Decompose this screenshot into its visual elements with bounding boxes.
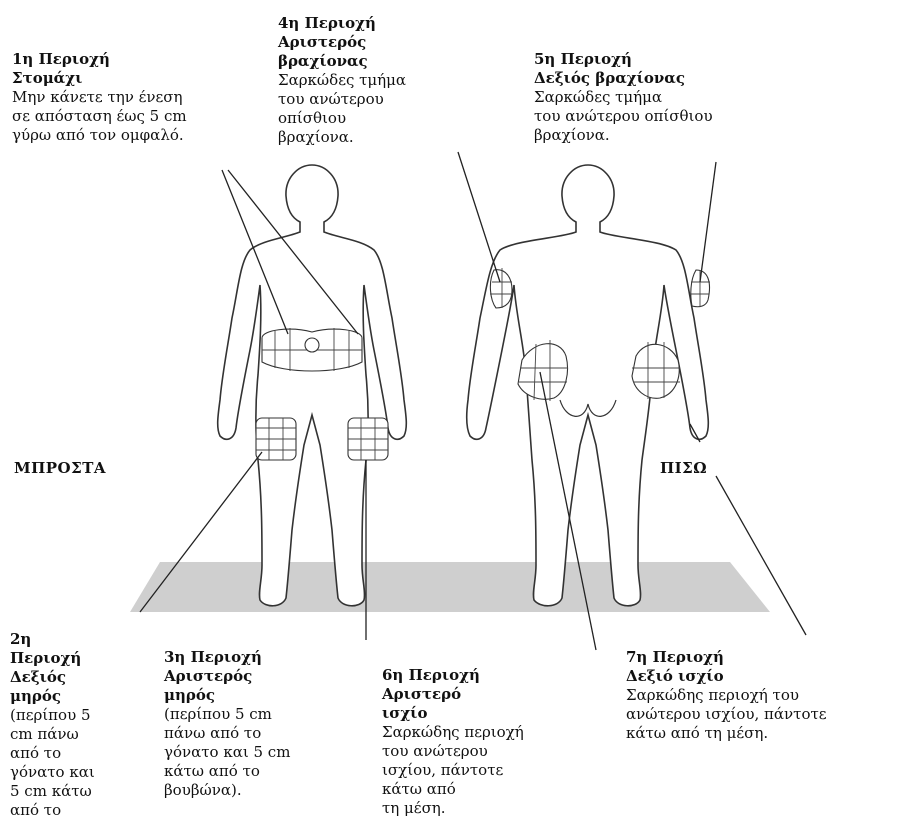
zone-6-title-1: 6η Περιοχή <box>382 666 524 685</box>
zone-4-desc-4: βραχίονα. <box>278 128 406 147</box>
zone-4-title-1: 4η Περιοχή <box>278 14 406 33</box>
label-zone-6: 6η Περιοχή Αριστερό ισχίο Σαρκώδης περιο… <box>382 666 524 818</box>
zone-6-desc-5: τη μέση. <box>382 799 524 818</box>
zone-2-desc-4: γόνατο και <box>10 763 95 782</box>
zone-6-desc-1: Σαρκώδης περιοχή <box>382 723 524 742</box>
floor-mat <box>130 562 770 612</box>
zone-5-desc-3: βραχίονα. <box>534 126 713 145</box>
zone-2-title-1: 2η <box>10 630 95 649</box>
zone-3-title-3: μηρός <box>164 686 290 705</box>
zone-5-title-2: Δεξιός βραχίονας <box>534 69 713 88</box>
label-zone-1: 1η Περιοχή Στομάχι Μην κάνετε την ένεση … <box>12 50 187 145</box>
zone-1-desc-1: Μην κάνετε την ένεση <box>12 88 187 107</box>
zone-7-desc-1: Σαρκώδης περιοχή του <box>626 686 827 705</box>
zone-7-title-1: 7η Περιοχή <box>626 648 827 667</box>
zone-3-desc-3: γόνατο και 5 cm <box>164 743 290 762</box>
back-figure <box>467 165 710 606</box>
zone-4-desc-1: Σαρκώδες τμήμα <box>278 71 406 90</box>
zone-1-desc-3: γύρω από τον ομφαλό. <box>12 126 187 145</box>
zone-3-desc-4: κάτω από το <box>164 762 290 781</box>
zone-5-title-1: 5η Περιοχή <box>534 50 713 69</box>
right-hip-zone <box>632 344 679 398</box>
zone-1-title-1: 1η Περιοχή <box>12 50 187 69</box>
zone-1-desc-2: σε απόσταση έως 5 cm <box>12 107 187 126</box>
zone-2-title-3: Δεξιός <box>10 668 95 687</box>
zone-2-title-4: μηρός <box>10 687 95 706</box>
zone-6-desc-2: του ανώτερου <box>382 742 524 761</box>
label-zone-4: 4η Περιοχή Αριστερός βραχίονας Σαρκώδες … <box>278 14 406 147</box>
zone-1-title-2: Στομάχι <box>12 69 187 88</box>
zone-6-title-3: ισχίο <box>382 704 524 723</box>
zone-6-desc-4: κάτω από <box>382 780 524 799</box>
zone-5-desc-2: του ανώτερου οπίσθιου <box>534 107 713 126</box>
zone-3-desc-1: (περίπου 5 cm <box>164 705 290 724</box>
zone-6-desc-3: ισχίου, πάντοτε <box>382 761 524 780</box>
zone-7-desc-2: ανώτερου ισχίου, πάντοτε <box>626 705 827 724</box>
zone-2-desc-5: 5 cm κάτω <box>10 782 95 801</box>
zone-4-title-3: βραχίονας <box>278 52 406 71</box>
zone-2-desc-1: (περίπου 5 <box>10 706 95 725</box>
zone-2-desc-2: cm πάνω <box>10 725 95 744</box>
zone-3-title-2: Αριστερός <box>164 667 290 686</box>
zone-6-title-2: Αριστερό <box>382 685 524 704</box>
zone-4-desc-2: του ανώτερου <box>278 90 406 109</box>
zone-3-desc-5: βουβώνα). <box>164 781 290 800</box>
back-view-label: ΠΙΣΩ <box>660 459 707 477</box>
front-view-label: ΜΠΡΟΣΤΑ <box>14 459 106 477</box>
zone-3-title-1: 3η Περιοχή <box>164 648 290 667</box>
zone-7-title-2: Δεξιό ισχίο <box>626 667 827 686</box>
zone-2-desc-6: από το <box>10 801 95 820</box>
label-zone-5: 5η Περιοχή Δεξιός βραχίονας Σαρκώδες τμή… <box>534 50 713 145</box>
zone-2-title-2: Περιοχή <box>10 649 95 668</box>
zone-5-desc-1: Σαρκώδες τμήμα <box>534 88 713 107</box>
zone-7-desc-3: κάτω από τη μέση. <box>626 724 827 743</box>
label-zone-7: 7η Περιοχή Δεξιό ισχίο Σαρκώδης περιοχή … <box>626 648 827 743</box>
label-zone-3: 3η Περιοχή Αριστερός μηρός (περίπου 5 cm… <box>164 648 290 800</box>
zone-4-desc-3: οπίσθιου <box>278 109 406 128</box>
zone-3-desc-2: πάνω από το <box>164 724 290 743</box>
label-zone-2: 2η Περιοχή Δεξιός μηρός (περίπου 5 cm πά… <box>10 630 95 820</box>
zone-4-title-2: Αριστερός <box>278 33 406 52</box>
zone-2-desc-3: από το <box>10 744 95 763</box>
